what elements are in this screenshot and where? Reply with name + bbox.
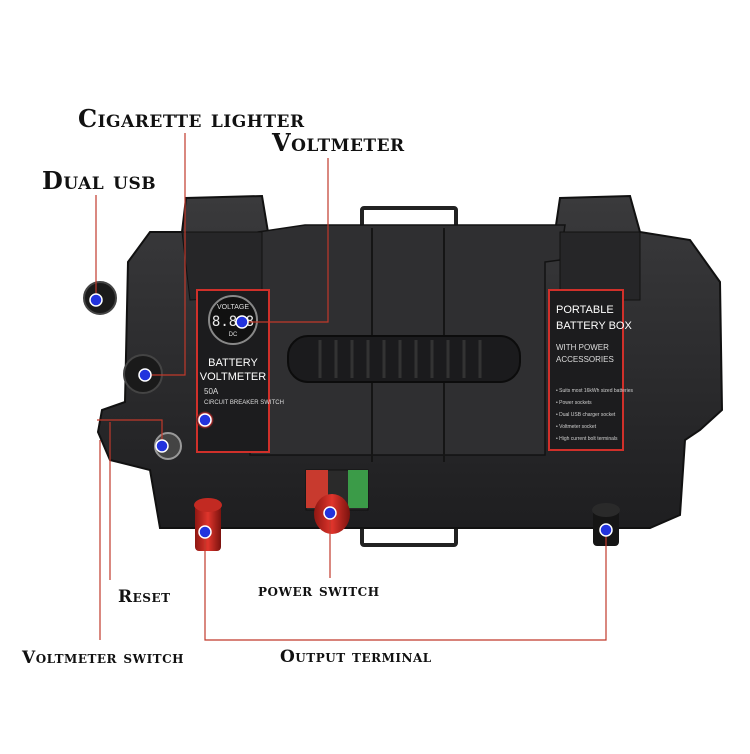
marker-output-black <box>599 523 613 537</box>
right-bullet-item: • Voltmeter socket <box>556 424 597 430</box>
callout-cigarette-lighter: Cigarette lighter <box>78 104 305 133</box>
marker-power-switch <box>323 506 337 520</box>
right-label-panel <box>548 289 624 451</box>
marker-voltmeter-switch <box>155 439 169 453</box>
right-bullet-item: • High current bolt terminals <box>556 436 618 442</box>
callout-power-switch: power switch <box>258 581 380 601</box>
panel-text-amps: 50A <box>204 387 219 396</box>
carry-handle <box>287 335 521 383</box>
right-sub2: ACCESSORIES <box>556 355 614 364</box>
panel-text-battery: BATTERY <box>208 357 258 369</box>
callout-voltmeter-switch: Voltmeter switch <box>22 648 185 668</box>
marker-reset <box>198 413 212 427</box>
markers <box>89 293 613 539</box>
panel-text-breaker: CIRCUIT BREAKER SWITCH <box>204 400 284 406</box>
gauge-unit: DC <box>229 332 238 338</box>
red-terminal <box>194 498 222 551</box>
callout-reset: Reset <box>118 587 171 607</box>
marker-output-red <box>198 525 212 539</box>
right-bullet-item: • Dual USB charger socket <box>556 412 616 418</box>
callout-voltmeter: Voltmeter <box>272 128 405 157</box>
right-bullet-item: • Suits most 16kWh sized batteries <box>556 388 634 394</box>
right-title1: PORTABLE <box>556 304 614 316</box>
right-title2: BATTERY BOX <box>556 320 632 332</box>
right-bullet-item: • Power sockets <box>556 400 592 406</box>
callout-lines <box>95 133 607 641</box>
right-sub1: WITH POWER <box>556 343 609 352</box>
voltmeter-gauge <box>208 295 258 345</box>
callout-output-terminal: Output terminal <box>280 647 432 667</box>
marker-voltmeter <box>235 315 249 329</box>
power-switch <box>305 469 369 534</box>
marker-cigarette-lighter <box>138 368 152 382</box>
right-bullets: • Suits most 16kWh sized batteries • Powe… <box>556 388 634 442</box>
callout-dual-usb: Dual usb <box>42 166 157 195</box>
gauge-label: VOLTAGE <box>217 304 249 311</box>
panel-text-voltmeter: VOLTMETER <box>200 371 266 383</box>
marker-dual-usb <box>89 293 103 307</box>
